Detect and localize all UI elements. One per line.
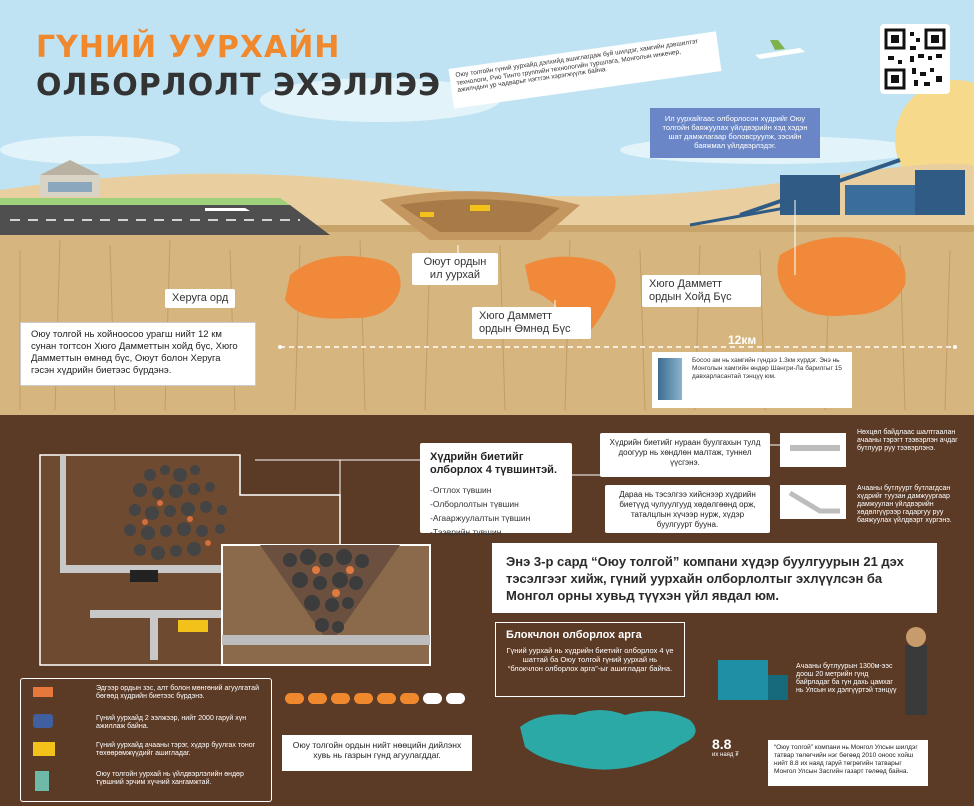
level-item-3: -Тээврийн түвшин bbox=[430, 527, 502, 537]
label-oyut: Оюут ордын ил уурхай bbox=[412, 253, 498, 285]
step1-box: Хүдрийн биетийг нураан буулгахын тулд до… bbox=[600, 433, 770, 477]
block-caving-text: Гүний уурхай нь хүдрийн биетийг олборлох… bbox=[506, 646, 674, 673]
level-item-0: -Огтлох түвшин bbox=[430, 485, 492, 495]
progress-pill bbox=[446, 693, 465, 704]
highlight-box: Энэ 3-р сард “Оюу толгой” компани хүдэр … bbox=[492, 543, 937, 613]
legend: Эдгээр ордын зэс, алт болон мөнгөний агу… bbox=[20, 678, 272, 802]
progress-pill bbox=[285, 693, 304, 704]
levels-box: Хүдрийн биетийг олборлох 4 түвшинтэй. -О… bbox=[420, 443, 572, 537]
distance-label: 12км bbox=[728, 333, 757, 347]
label-hugo-south: Хюго Дамметт ордын Өмнөд Бүс bbox=[472, 307, 591, 339]
progress-pill bbox=[331, 693, 350, 704]
tower-box: Босоо ам нь хамгийн гүндээ 1.3км хүрдэг.… bbox=[652, 352, 852, 408]
truck-icon bbox=[33, 742, 55, 756]
progress-pill bbox=[423, 693, 442, 704]
progress-pill bbox=[377, 693, 396, 704]
workers-icon bbox=[33, 714, 53, 728]
energy-icon bbox=[35, 771, 49, 791]
label-heruga: Херуга орд bbox=[165, 289, 236, 308]
tax-text: “Оюу толгой” компани нь Монгол Улсын шил… bbox=[774, 744, 918, 775]
legend-item-0: Эдгээр ордын зэс, алт болон мөнгөний агу… bbox=[96, 685, 259, 700]
shangri-la-tower-icon bbox=[658, 358, 682, 400]
tax-value: 8.8 bbox=[712, 736, 732, 752]
block-caving-title: Блокчлон олборлох арга bbox=[506, 629, 642, 641]
side-note-1: Нөхцөл байдлаас шалтгаалан ачааны тэрэгт… bbox=[857, 429, 958, 452]
description-text: Оюу толгой нь хойноосоо урагш нийт 12 км… bbox=[31, 329, 238, 376]
level-item-1: -Олборлолтын түвшин bbox=[430, 499, 519, 509]
legend-item-2: Гүний уурхайд ачааны тэрэг, хүдэр буулга… bbox=[96, 742, 256, 757]
tax-box: “Оюу толгой” компани нь Монгол Улсын шил… bbox=[768, 740, 928, 786]
resource-box: Оюу толгойн ордын нийт нөөцийн дийлэнх х… bbox=[282, 735, 472, 771]
ore-icon bbox=[33, 687, 53, 697]
legend-item-1: Гүний уурхайд 2 ээлжээр, нийт 2000 гаруй… bbox=[96, 715, 247, 730]
side-note-2: Ачааны бутлуурт бутлагдсан хүдрийг тууза… bbox=[857, 485, 952, 524]
qr-code-icon[interactable] bbox=[880, 24, 950, 94]
description-box: Оюу толгой нь хойноосоо урагш нийт 12 км… bbox=[20, 322, 256, 386]
level-item-2: -Агааржуулалтын түвшин bbox=[430, 513, 531, 523]
block-caving-box: Блокчлон олборлох арга Гүний уурхай нь х… bbox=[495, 622, 685, 697]
concentrator-box: Ил уурхайгаас олборлосон хүдрийг Оюу тол… bbox=[650, 108, 820, 158]
label-hugo-north: Хюго Дамметт ордын Хойд Бүс bbox=[642, 275, 761, 307]
underground-scene: Хүдрийн биетийг олборлох 4 түвшинтэй. -О… bbox=[0, 415, 974, 806]
progress-pill bbox=[308, 693, 327, 704]
resource-text: Оюу толгойн ордын нийт нөөцийн дийлэнх х… bbox=[292, 740, 462, 760]
highlight-text: Энэ 3-р сард “Оюу толгой” компани хүдэр … bbox=[506, 554, 904, 603]
legend-item-3: Оюу толгойн уурхай нь үйлдвэрлэлийн өндө… bbox=[96, 771, 244, 786]
step1-text: Хүдрийн биетийг нураан буулгахын тулд до… bbox=[609, 438, 761, 467]
page-title-line2: ОЛБОРЛОЛТ ЭХЭЛЛЭЭ bbox=[36, 68, 442, 103]
concentrator-text: Ил уурхайгаас олборлосон хүдрийг Оюу тол… bbox=[662, 114, 808, 150]
qr-code-pattern bbox=[884, 28, 946, 90]
step2-box: Дараа нь тэсэлгээ хийснээр хүдрийн биетү… bbox=[605, 485, 770, 533]
underground-illustration bbox=[39, 433, 927, 770]
tax-unit: их наяд ₮ bbox=[712, 752, 739, 758]
page-title-line1: ГҮНИЙ УУРХАЙН bbox=[36, 30, 341, 65]
levels-title: Хүдрийн биетийг олборлох 4 түвшинтэй. bbox=[430, 451, 558, 476]
step2-text: Дараа нь тэсэлгээ хийснээр хүдрийн биетү… bbox=[619, 490, 756, 529]
surface-scene: ГҮНИЙ УУРХАЙН ОЛБОРЛОЛТ ЭХЭЛЛЭЭ Оюу толг… bbox=[0, 0, 974, 415]
progress-pill bbox=[354, 693, 373, 704]
conveyor-text: Ачааны бутлуурын 1300м-ээс доош 20 метри… bbox=[796, 663, 897, 694]
progress-pill bbox=[400, 693, 419, 704]
tower-text: Босоо ам нь хамгийн гүндээ 1.3км хүрдэг.… bbox=[692, 357, 842, 380]
